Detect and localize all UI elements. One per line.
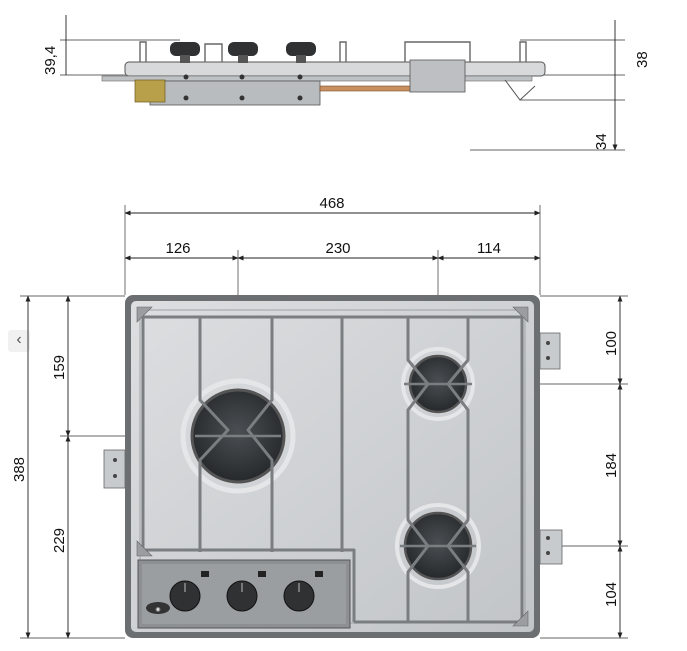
dim-left-top: 159 bbox=[51, 355, 68, 380]
dim-left-bottom: 229 bbox=[51, 528, 68, 553]
dim-depth-below: 34 bbox=[593, 133, 610, 150]
mounting-bracket bbox=[539, 529, 563, 565]
dim-right-top: 100 bbox=[603, 331, 620, 356]
side-knob bbox=[170, 42, 200, 63]
mounting-bracket bbox=[103, 449, 126, 489]
knob-icon[interactable] bbox=[169, 571, 209, 612]
brand-logo-icon bbox=[146, 602, 170, 614]
side-knob bbox=[228, 42, 258, 63]
side-view: 39,4 38 34 bbox=[42, 15, 651, 151]
dim-burner-height: 39,4 bbox=[42, 46, 59, 75]
dim-overall-width: 468 bbox=[319, 195, 344, 212]
dim-right-middle: 184 bbox=[603, 453, 620, 478]
dim-right-bottom: 104 bbox=[603, 582, 620, 607]
dim-glass-thickness: 38 bbox=[634, 51, 651, 68]
side-knob bbox=[286, 42, 316, 63]
knob-icon[interactable] bbox=[283, 571, 323, 612]
dim-left-offset: 126 bbox=[165, 240, 190, 257]
dim-right-offset: 114 bbox=[477, 240, 501, 257]
svg-text:◉: ◉ bbox=[155, 607, 160, 613]
chevron-left-icon[interactable]: ‹ bbox=[8, 330, 30, 352]
top-view: 468 126 230 114 388 159 229 100 184 104 bbox=[11, 195, 628, 639]
knob-icon[interactable] bbox=[226, 571, 266, 612]
mounting-bracket bbox=[539, 332, 561, 370]
dim-burner-spacing: 230 bbox=[325, 240, 350, 257]
dim-overall-depth: 388 bbox=[11, 457, 28, 482]
pan-support-grid bbox=[141, 315, 524, 624]
